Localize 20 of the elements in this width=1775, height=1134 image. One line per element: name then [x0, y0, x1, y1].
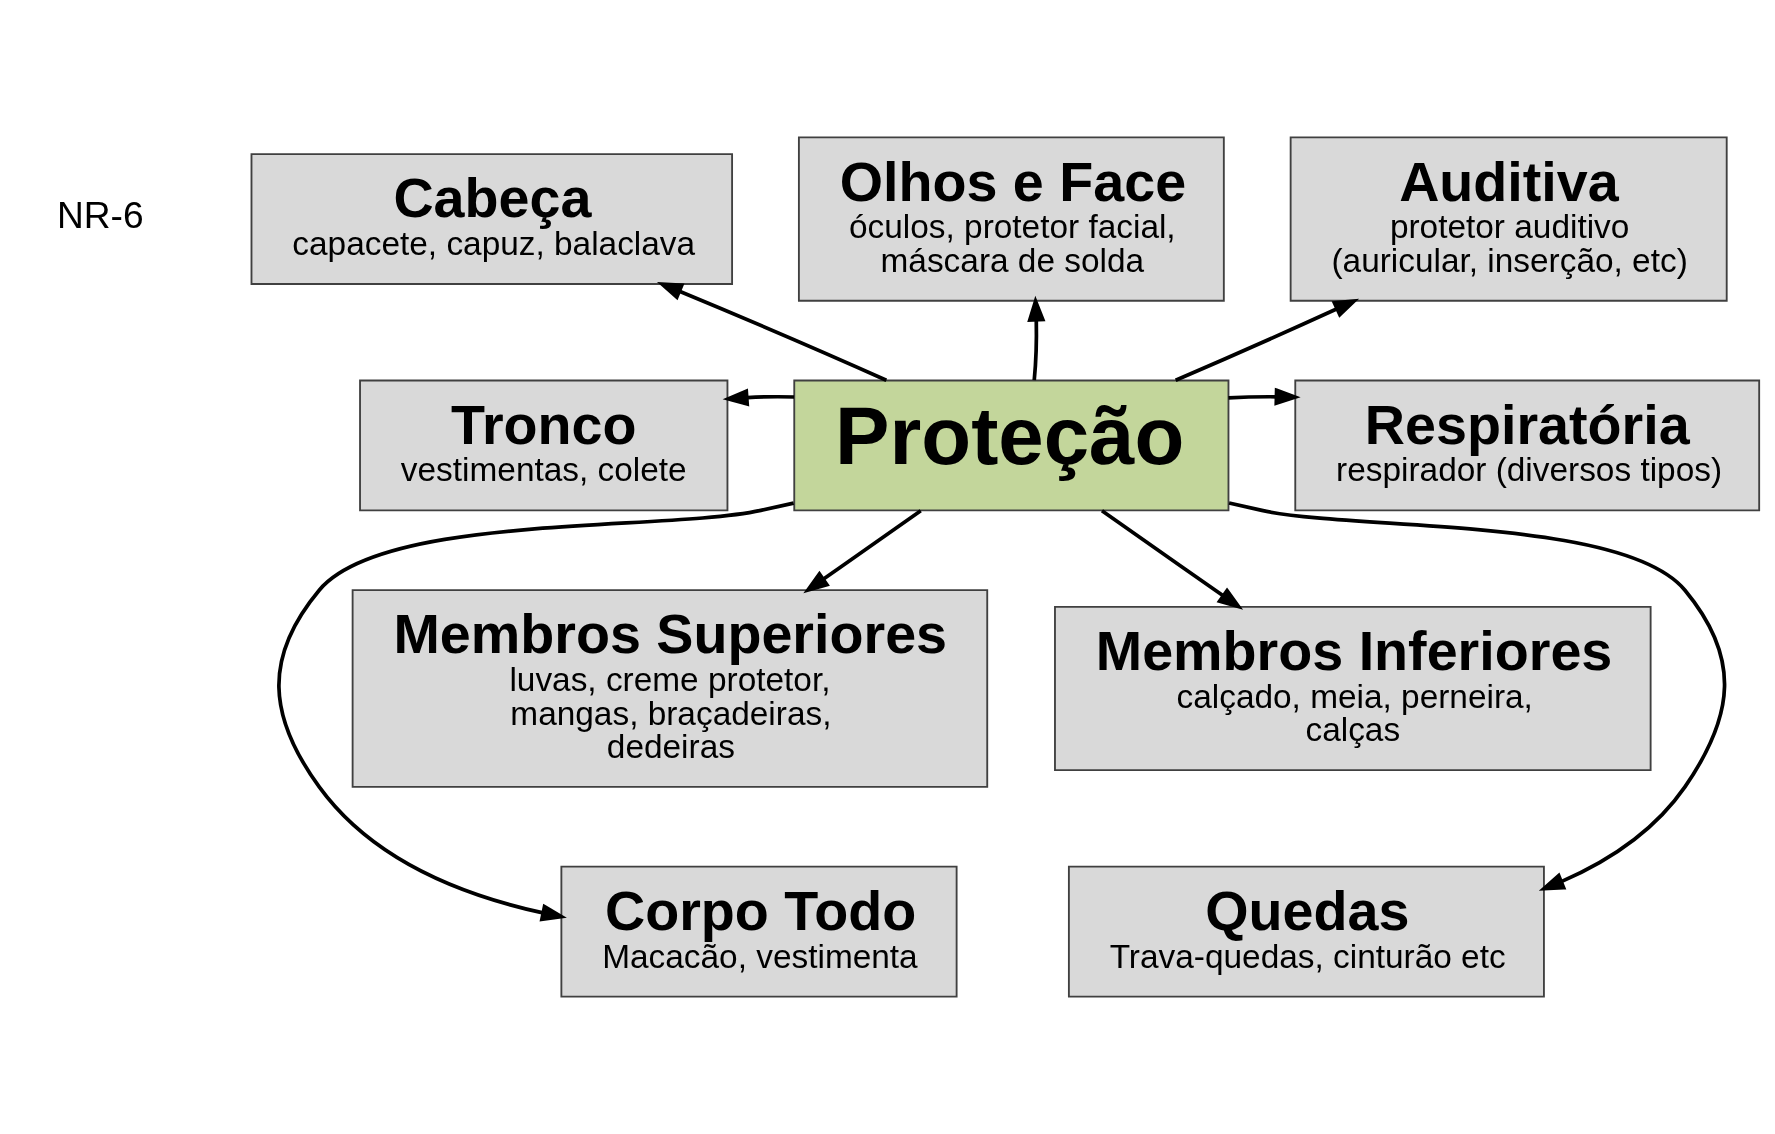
node-box: Olhos e Face óculos, protetor facial, máscara de solda — [797, 136, 1225, 302]
arrow — [1027, 295, 1046, 381]
arrow — [656, 282, 888, 382]
node-box: Membros Inferiores calçado, meia, perneira, calças — [1054, 605, 1652, 772]
arrow — [1228, 501, 1727, 891]
node-box: Corpo Todo Macacão, vestimenta — [560, 865, 958, 998]
node-box: Cabeça capacete, capuz, balaclava — [250, 153, 733, 285]
node-box: Respiratória respirador (diversos tipos) — [1294, 379, 1761, 512]
node-box: Proteção — [793, 379, 1230, 512]
arrow — [1100, 509, 1244, 610]
node-box: Quedas Trava-quedas, cinturão etc — [1067, 865, 1545, 998]
arrow — [722, 388, 795, 407]
label: NR-6 — [56, 194, 144, 237]
arrow — [1228, 387, 1301, 406]
node-box: Auditiva protetor auditivo (auricular, inserção, etc) — [1289, 136, 1728, 302]
arrow — [1174, 298, 1360, 382]
node-box: Membros Superiores luvas, creme protetor, mangas, braçadeiras, dedeiras — [351, 589, 989, 788]
arrow — [803, 509, 922, 594]
node-box: Tronco vestimentas, colete — [359, 379, 729, 512]
arrow — [277, 501, 795, 922]
